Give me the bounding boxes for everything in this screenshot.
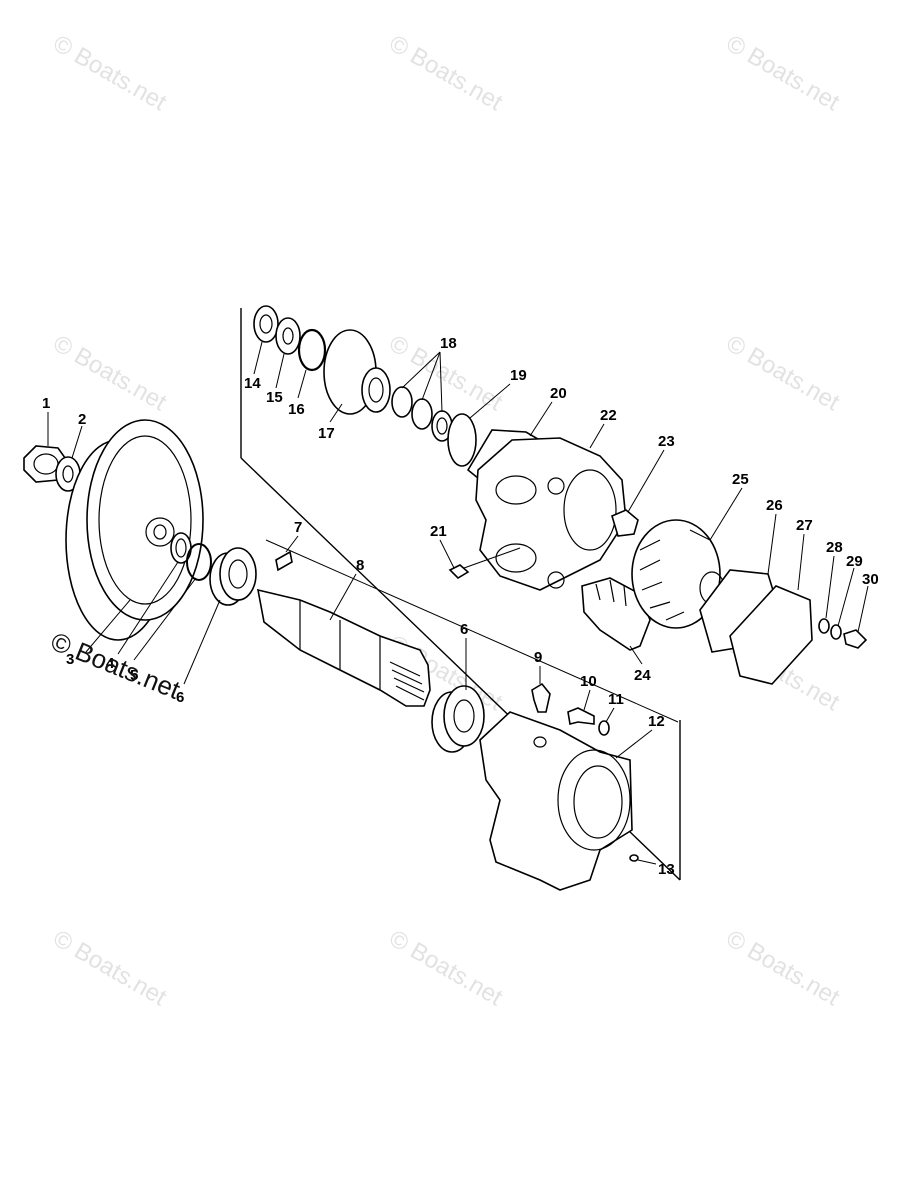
label-part-7: 7 [294, 519, 302, 536]
part-28-washer [818, 618, 830, 634]
part-labels: 1 2 3 4 5 6 6 7 8 9 10 11 12 13 14 15 16… [42, 335, 879, 878]
part-9-grease-fitting [531, 682, 551, 713]
label-part-6: 6 [176, 689, 184, 706]
label-part-30: 30 [862, 571, 879, 588]
part-6-bearing-rear [431, 685, 485, 753]
label-part-5: 5 [130, 667, 138, 684]
label-part-16: 16 [288, 401, 305, 418]
label-part-23: 23 [658, 433, 675, 450]
label-part-24: 24 [634, 667, 651, 684]
part-18-seal-kit [391, 351, 453, 442]
part-24-liner [581, 577, 651, 651]
label-part-4: 4 [106, 655, 115, 672]
label-part-27: 27 [796, 517, 813, 534]
label-part-19: 19 [510, 367, 527, 384]
label-part-3: 3 [66, 651, 74, 668]
label-part-9: 9 [534, 649, 542, 666]
part-5-circlip [186, 543, 212, 581]
part-27-cover-plate [729, 585, 813, 685]
part-21-screw [448, 547, 521, 580]
part-12-bearing-housing [479, 711, 633, 891]
part-15-washer [275, 317, 301, 355]
label-part-18: 18 [440, 335, 457, 352]
label-part-17: 17 [318, 425, 335, 442]
label-part-13: 13 [658, 861, 675, 878]
part-13-pin [629, 854, 639, 862]
label-part-26: 26 [766, 497, 783, 514]
part-17-bearing-cover [323, 329, 391, 415]
label-part-25: 25 [732, 471, 749, 488]
part-6-bearing-front [209, 547, 257, 606]
part-11-washer [598, 720, 610, 736]
part-14-seal [253, 305, 279, 343]
part-19-gasket [447, 413, 477, 467]
label-part-20: 20 [550, 385, 567, 402]
label-part-21: 21 [430, 523, 447, 540]
part-3-pulley [65, 419, 204, 641]
label-part-28: 28 [826, 539, 843, 556]
leader-lines [47, 341, 869, 865]
label-part-12: 12 [648, 713, 665, 730]
part-7-key [275, 550, 293, 572]
label-part-8: 8 [356, 557, 364, 574]
label-part-29: 29 [846, 553, 863, 570]
part-10-bolt [567, 707, 595, 725]
part-23-plug [611, 509, 639, 537]
part-25-impeller [631, 519, 725, 629]
label-part-10: 10 [580, 673, 597, 690]
part-16-o-ring [297, 328, 327, 372]
part-29-washer [830, 624, 842, 640]
label-part-2: 2 [78, 411, 86, 428]
label-part-15: 15 [266, 389, 283, 406]
part-22-pump-body [475, 437, 627, 591]
label-part-6-rear: 6 [460, 621, 468, 638]
label-part-22: 22 [600, 407, 617, 424]
label-part-11: 11 [608, 691, 624, 708]
part-8-shaft [256, 588, 431, 707]
part-30-bolt [843, 629, 868, 649]
label-part-1: 1 [42, 395, 50, 412]
label-part-14: 14 [244, 375, 261, 392]
